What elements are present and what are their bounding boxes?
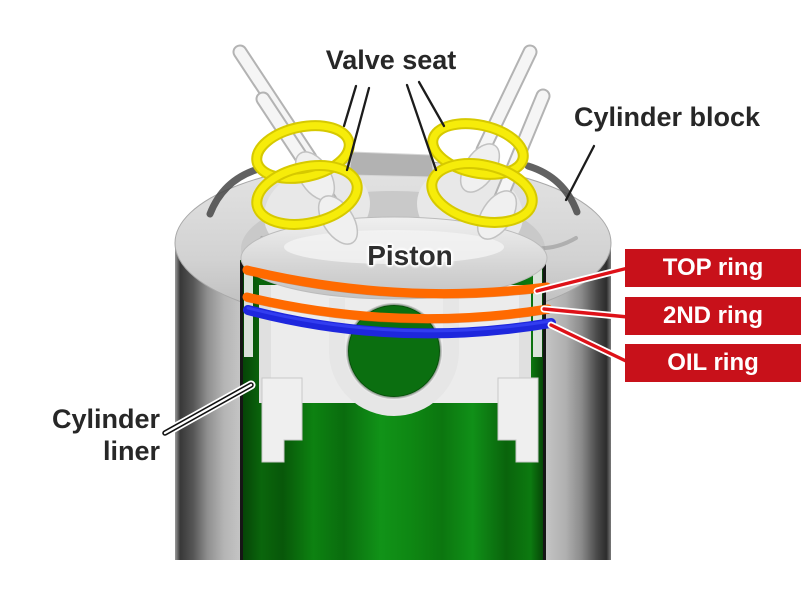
valve-seat-leader-3 — [417, 80, 446, 128]
second-ring — [242, 292, 553, 324]
second-ring-callout: 2ND ring — [625, 297, 801, 335]
oil-ring — [243, 305, 556, 339]
second-ring-leader — [542, 307, 630, 319]
piston-skirt-right — [497, 377, 539, 463]
leader-lines-black — [342, 80, 596, 202]
cylinder-block-leader — [564, 144, 596, 202]
valves — [232, 44, 551, 245]
oil-ring-callout: OIL ring — [625, 344, 801, 382]
piston-rings — [242, 265, 556, 339]
cylinder-liner-label: Cylinder liner — [40, 403, 160, 468]
oil-ring-leader — [549, 323, 630, 364]
piston-skirt-left — [261, 377, 303, 463]
valve-seat-label: Valve seat — [325, 45, 457, 75]
ring-callout-leaders — [533, 264, 632, 366]
valve-seat-rings — [251, 118, 538, 230]
piston-pin-boss — [329, 298, 459, 416]
head-cut-face — [348, 151, 435, 178]
valve-seat-leader-4 — [405, 83, 438, 172]
valve-seat-leader-1 — [342, 84, 358, 128]
piston-label: Piston — [367, 240, 453, 271]
top-ring — [242, 265, 552, 299]
top-ring-leader — [535, 266, 630, 293]
valve-seat-leader-2 — [345, 86, 371, 172]
piston — [240, 216, 548, 463]
cylinder-block-label: Cylinder block — [573, 102, 761, 132]
top-ring-callout: TOP ring — [625, 249, 801, 287]
cylinder-liner-label-line2: liner — [102, 436, 160, 467]
cylinder-liner-label-line1: Cylinder — [51, 404, 160, 434]
cylinder-liner-leader — [160, 380, 256, 438]
